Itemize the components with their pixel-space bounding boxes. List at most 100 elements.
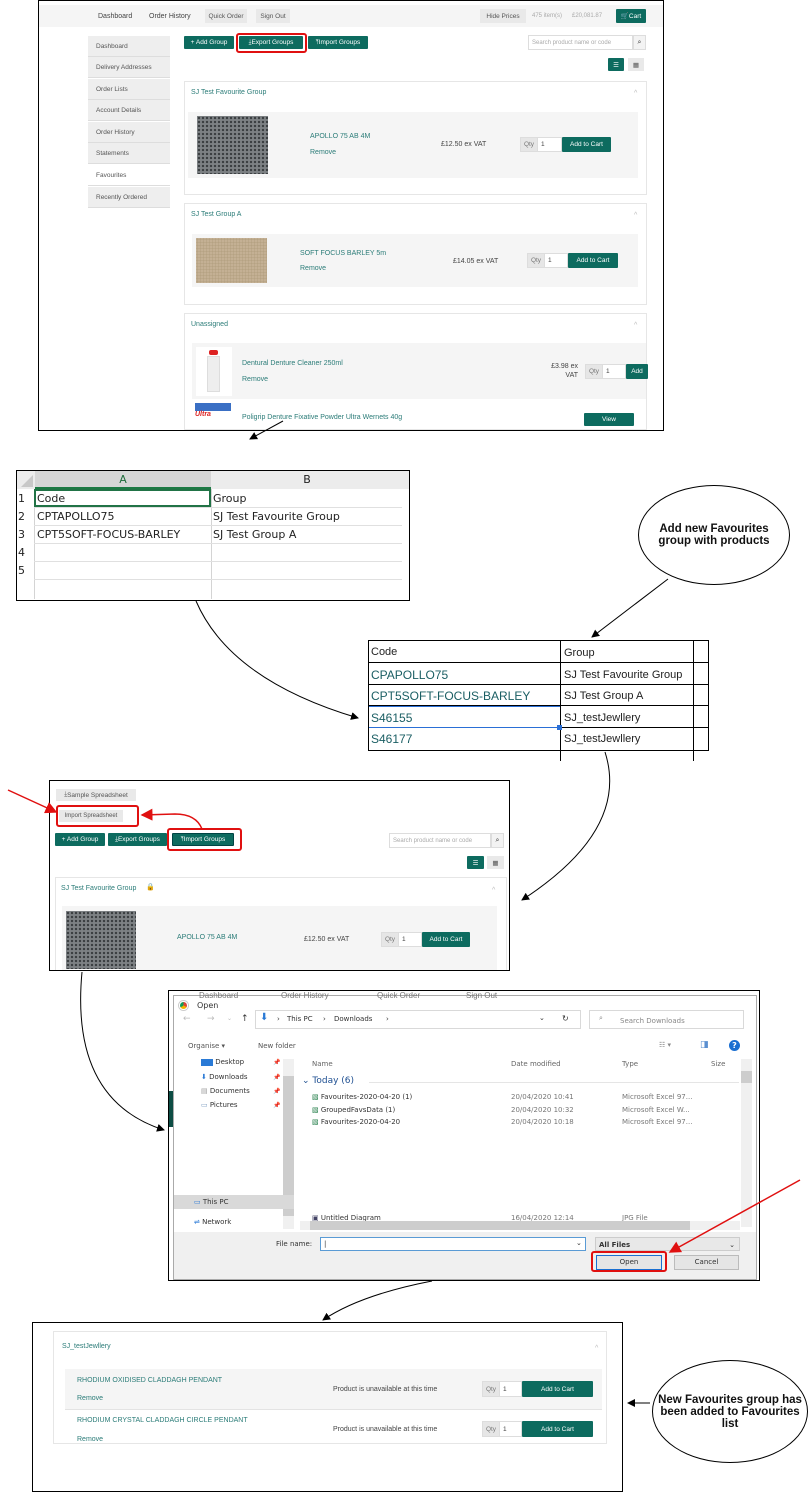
new-folder-button[interactable]: New folder [258, 1042, 296, 1050]
refresh-icon[interactable]: ↻ [562, 1014, 569, 1023]
nav-quick-order[interactable]: Quick Order [205, 9, 247, 23]
row-number[interactable]: 4 [18, 546, 25, 559]
list-view-toggle[interactable]: ☰ [467, 856, 484, 869]
import-groups-button[interactable]: ⤒ Import Groups [308, 36, 368, 49]
add-group-button[interactable]: + Add Group [184, 36, 234, 49]
grid-view-toggle[interactable]: ▦ [487, 856, 504, 869]
group-title[interactable]: Unassigned [191, 321, 228, 328]
cell-b3[interactable]: SJ Test Group A [213, 528, 297, 541]
recent-dropdown-icon[interactable]: ⌄ [227, 1015, 233, 1022]
nav-pane-item-pictures[interactable]: ▭ Pictures [201, 1101, 238, 1109]
sheet-group-cell[interactable]: SJ Test Group A [564, 690, 644, 703]
add-to-cart-button[interactable]: Add to Cart [522, 1421, 593, 1437]
collapse-chevron-icon[interactable]: ^ [492, 887, 496, 894]
sidebar-item-order-lists[interactable]: Order Lists [88, 79, 170, 100]
row-number[interactable]: 1 [18, 492, 25, 505]
search-button[interactable]: ⌕ [633, 35, 646, 50]
sheet-group-cell[interactable]: SJ_testJewllery [564, 711, 641, 724]
group-title[interactable]: SJ_testJewllery [62, 1343, 111, 1350]
open-button[interactable]: Open [596, 1255, 662, 1270]
sheet-code-cell[interactable]: Code [371, 646, 398, 658]
add-to-cart-button[interactable]: Add [626, 364, 648, 379]
file-name-dropdown-icon[interactable]: ⌄ [576, 1239, 582, 1247]
qty-value[interactable]: 1 [545, 253, 568, 268]
sheet-group-cell[interactable]: SJ_testJewllery [564, 733, 641, 746]
product-name[interactable]: APOLLO 75 AB 4M [177, 934, 238, 941]
list-view-toggle[interactable]: ☰ [608, 58, 624, 71]
row-number[interactable]: 3 [18, 528, 25, 541]
add-to-cart-button[interactable]: Add to Cart [422, 932, 470, 947]
qty-value[interactable]: 1 [603, 364, 626, 379]
cell-a2[interactable]: CPTAPOLLO75 [37, 510, 115, 523]
search-input[interactable]: Search product name or code [389, 833, 491, 848]
product-name[interactable]: RHODIUM OXIDISED CLADDAGH PENDANT [77, 1377, 223, 1384]
qty-value[interactable]: 1 [500, 1421, 522, 1437]
file-row[interactable]: ▧ Favourites-2020-04-20 [312, 1118, 400, 1126]
column-date-modified[interactable]: Date modified [511, 1060, 561, 1068]
cell-a1[interactable]: Code [37, 492, 66, 505]
help-icon[interactable]: ? [729, 1040, 740, 1051]
nav-pane-item-this-pc[interactable]: ▭ This PC [174, 1195, 294, 1209]
sidebar-item-delivery-addresses[interactable]: Delivery Addresses [88, 57, 170, 78]
column-header-b[interactable]: B [303, 473, 311, 486]
sample-spreadsheet-button[interactable]: ⤓ Sample Spreadsheet [56, 789, 136, 801]
forward-icon[interactable]: → [207, 1014, 215, 1024]
file-row[interactable]: ▧ Favourites-2020-04-20 (1) [312, 1093, 412, 1101]
sidebar-item-order-history[interactable]: Order History [88, 122, 170, 143]
column-size[interactable]: Size [711, 1060, 726, 1068]
file-name-input[interactable]: | [320, 1237, 586, 1251]
sidebar-item-dashboard[interactable]: Dashboard [88, 36, 170, 57]
nav-order-history[interactable]: Order History [149, 13, 191, 20]
cancel-button[interactable]: Cancel [674, 1255, 739, 1270]
nav-pane-item-documents[interactable]: ▤ Documents [201, 1087, 250, 1095]
nav-pane-item-network[interactable]: ⇌ Network [194, 1218, 231, 1226]
address-dropdown-icon[interactable]: ⌄ [539, 1014, 545, 1022]
nav-sign-out[interactable]: Sign Out [256, 9, 290, 23]
export-groups-button[interactable]: ⤓ Export Groups [239, 36, 303, 49]
nav-dashboard[interactable]: Dashboard [98, 13, 133, 20]
qty-value[interactable]: 1 [500, 1381, 522, 1397]
import-spreadsheet-button[interactable]: Import Spreadsheet [59, 810, 123, 822]
qty-value[interactable]: 1 [399, 932, 422, 947]
cell-b1[interactable]: Group [213, 492, 247, 505]
group-header-today[interactable]: ⌄ Today (6) [302, 1076, 355, 1086]
remove-link[interactable]: Remove [77, 1436, 104, 1443]
cell-a3[interactable]: CPT5SOFT-FOCUS-BARLEY [37, 528, 181, 541]
remove-link[interactable]: Remove [242, 376, 269, 383]
sidebar-item-account-details[interactable]: Account Details [88, 100, 170, 121]
grid-view-toggle[interactable]: ▦ [628, 58, 644, 71]
breadcrumb-downloads[interactable]: Downloads [334, 1015, 373, 1023]
sheet-code-cell[interactable]: CPT5SOFT-FOCUS-BARLEY [371, 689, 531, 704]
sidebar-item-statements[interactable]: Statements [88, 143, 170, 164]
nav-pane-scrollbar[interactable] [283, 1059, 294, 1229]
view-button[interactable]: View [584, 413, 634, 426]
fill-handle[interactable] [557, 725, 562, 730]
sheet-code-cell[interactable]: CPAPOLLO75 [371, 667, 449, 682]
back-icon[interactable]: ← [183, 1014, 191, 1024]
remove-link[interactable]: Remove [310, 149, 337, 156]
product-name[interactable]: RHODIUM CRYSTAL CLADDAGH CIRCLE PENDANT [77, 1417, 248, 1424]
file-type-select[interactable]: All Files⌄ [595, 1237, 740, 1251]
breadcrumb-this-pc[interactable]: This PC [287, 1015, 313, 1023]
collapse-chevron-icon[interactable]: ^ [634, 212, 638, 219]
column-header-a[interactable]: A [35, 471, 211, 489]
product-name[interactable]: Dentural Denture Cleaner 250ml [242, 360, 343, 367]
select-all-corner[interactable] [21, 475, 33, 487]
nav-pane-item-desktop[interactable]: Desktop [201, 1058, 244, 1066]
collapse-chevron-icon[interactable]: ^ [595, 1345, 599, 1352]
import-groups-button[interactable]: ⤒ Import Groups [172, 833, 234, 846]
qty-value[interactable]: 1 [538, 137, 562, 152]
remove-link[interactable]: Remove [300, 265, 327, 272]
cell-b2[interactable]: SJ Test Favourite Group [213, 510, 340, 523]
preview-pane-icon[interactable]: ◨ [700, 1040, 709, 1050]
sidebar-item-recently-ordered[interactable]: Recently Ordered [88, 187, 170, 208]
remove-link[interactable]: Remove [77, 1395, 104, 1402]
sheet-group-cell[interactable]: SJ Test Favourite Group [564, 668, 683, 681]
up-icon[interactable]: ↑ [241, 1014, 249, 1024]
group-title[interactable]: SJ Test Group A [191, 211, 242, 218]
